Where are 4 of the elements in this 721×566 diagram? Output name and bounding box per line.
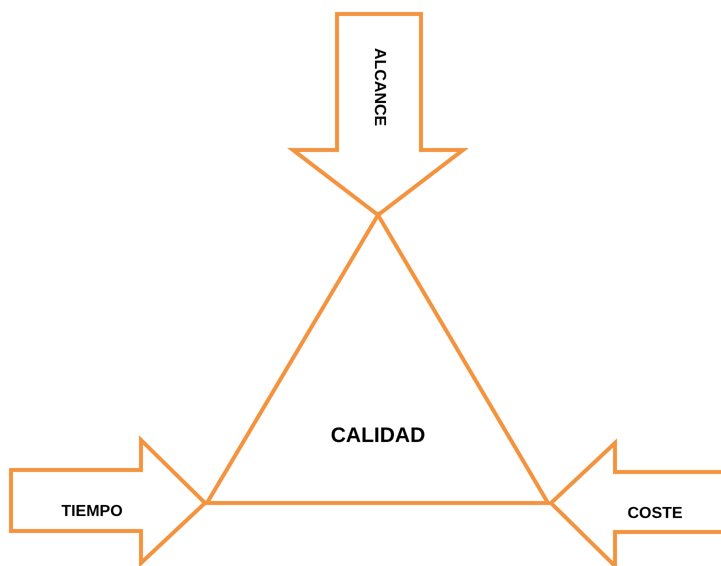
node-label: TIEMPO bbox=[61, 503, 123, 521]
node-label: ALCANCE bbox=[370, 48, 388, 126]
node-label: CALIDAD bbox=[330, 424, 426, 448]
node-label: COSTE bbox=[627, 505, 683, 523]
